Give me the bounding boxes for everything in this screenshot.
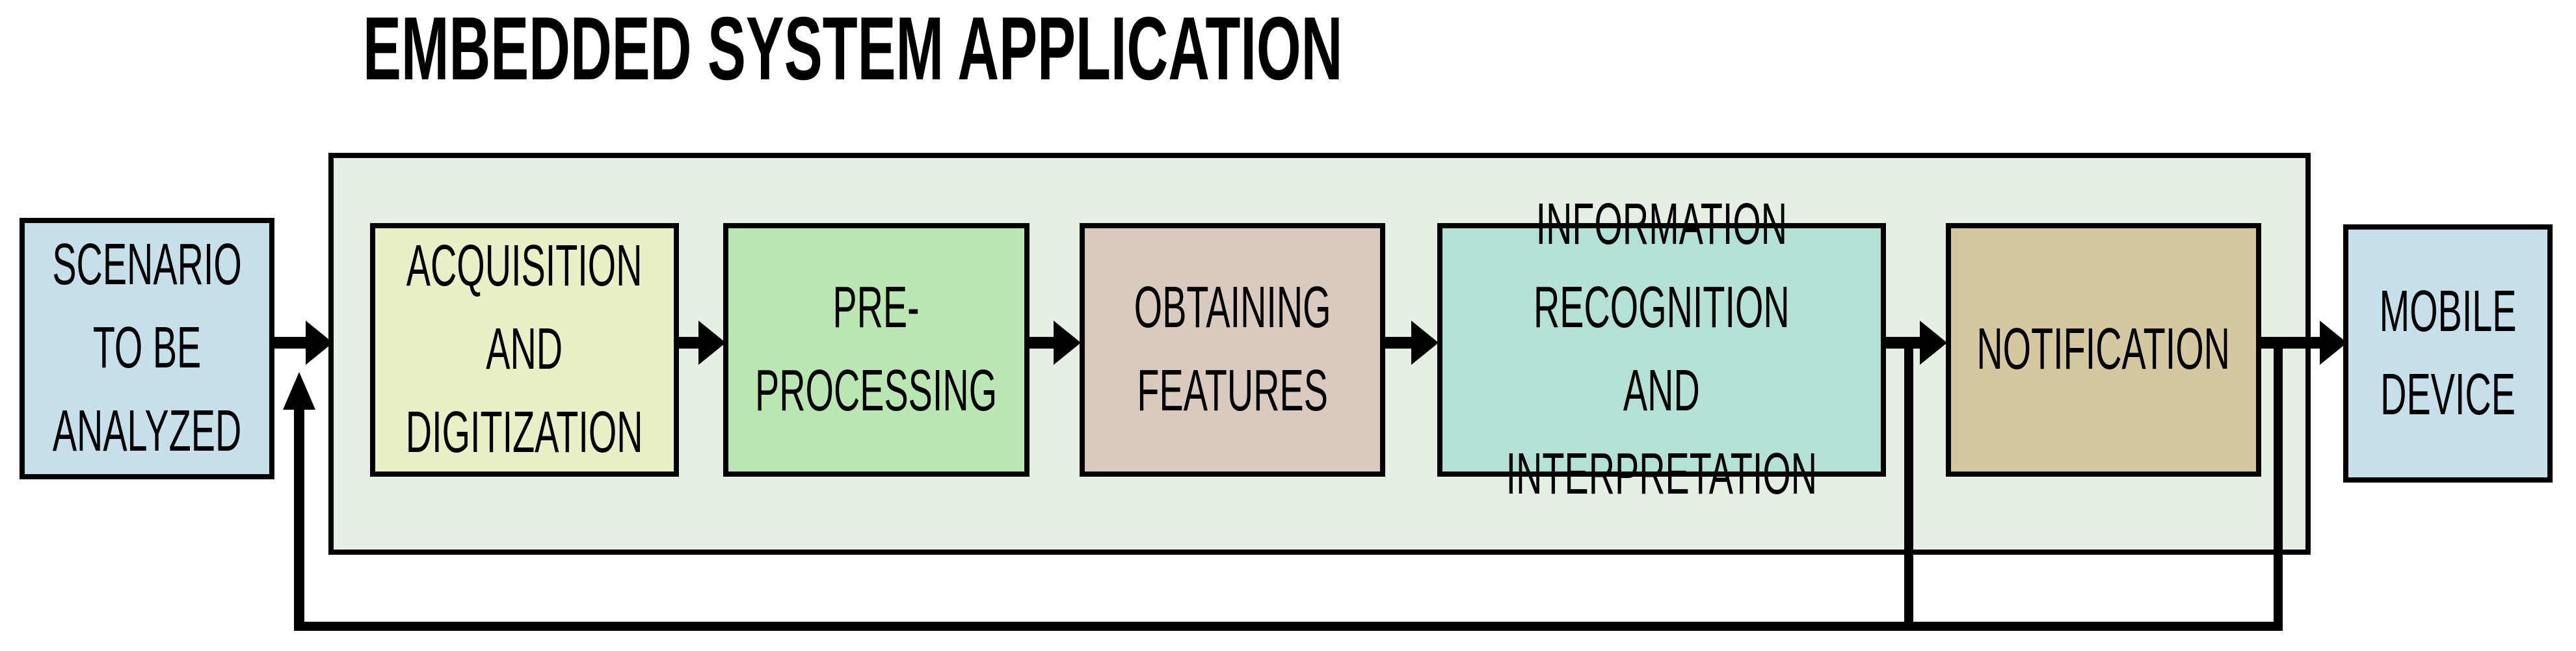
arrow-right-icon <box>1920 321 1947 365</box>
node-notification-label: NOTIFICATION <box>1976 317 2231 382</box>
arrow-right-icon <box>306 321 333 365</box>
arrow-shaft <box>1028 337 1056 349</box>
arrow-shaft <box>676 337 701 349</box>
node-recognition-label: INFORMATION RECOGNITION AND INTERPRETATI… <box>1506 192 1818 507</box>
page-title: EMBEDDED SYSTEM APPLICATION <box>363 0 1343 99</box>
node-mobile-device: MOBILE DEVICE <box>2343 224 2553 483</box>
arrow-shaft <box>1883 337 1922 349</box>
node-pre-processing: PRE- PROCESSING <box>723 223 1029 477</box>
node-scenario-label: SCENARIO TO BE ANALYZED <box>52 232 242 464</box>
arrow-right-icon <box>1411 321 1439 365</box>
arrow-up-icon <box>283 372 315 410</box>
arrow-right-icon <box>698 321 726 365</box>
node-information-recognition-interpretation: INFORMATION RECOGNITION AND INTERPRETATI… <box>1437 192 1886 507</box>
feedback-up-shaft <box>294 410 304 622</box>
node-obtaining-features-label: OBTAINING FEATURES <box>1134 275 1331 423</box>
node-pre-processing-label: PRE- PROCESSING <box>755 275 998 423</box>
feedback-bottom-line <box>294 622 2283 631</box>
node-notification: NOTIFICATION <box>1946 223 2261 477</box>
node-obtaining-features: OBTAINING FEATURES <box>1080 223 1385 477</box>
node-mobile-device-label: MOBILE DEVICE <box>2379 278 2517 427</box>
arrow-right-icon <box>2320 321 2347 365</box>
node-scenario-to-be-analyzed: SCENARIO TO BE ANALYZED <box>20 218 274 479</box>
feedback-drop-2 <box>2274 343 2283 631</box>
arrow-right-icon <box>1054 321 1081 365</box>
feedback-drop-1 <box>1904 343 1913 631</box>
node-acquisition-label: ACQUISITION AND DIGITIZATION <box>406 233 643 465</box>
arrow-shaft <box>1383 337 1414 349</box>
arrow-shaft <box>273 337 308 349</box>
node-acquisition-and-digitization: ACQUISITION AND DIGITIZATION <box>370 223 679 477</box>
arrow-shaft <box>2259 337 2322 349</box>
